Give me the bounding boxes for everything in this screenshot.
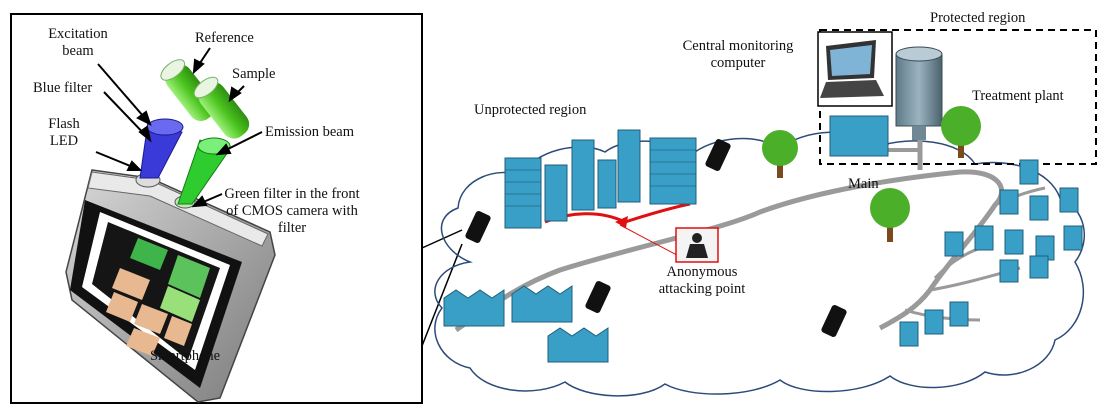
label-main: Main: [848, 176, 879, 192]
label-blue-filter: Blue filter: [33, 80, 93, 96]
main-pipe: [454, 169, 1005, 333]
treatment-plant-building: [829, 115, 889, 157]
label-protected-region: Protected region: [930, 10, 1026, 26]
label-smartphone: Smartphone: [150, 348, 221, 364]
label-sample: Sample: [232, 66, 276, 82]
label-treatment-plant: Treatment plant: [972, 88, 1064, 104]
smartphone: [65, 169, 276, 403]
houses: [899, 159, 1083, 347]
label-green-filter: Green filter in the front of CMOS camera…: [224, 186, 360, 236]
label-flash-led: Flash LED: [48, 116, 80, 149]
network-cloud: [434, 131, 1086, 397]
blue-filter: [139, 121, 183, 179]
attacker-icon: [675, 227, 719, 263]
reference-tube: [160, 59, 216, 121]
treatment-tank: [895, 46, 943, 140]
label-emission-beam: Emission beam: [265, 124, 355, 140]
label-anonymous-attack: Anonymous attacking point: [658, 264, 746, 297]
label-reference: Reference: [195, 30, 254, 46]
cell-phone-icons: [465, 139, 847, 337]
city-buildings: [504, 129, 697, 229]
sample-tube: [193, 76, 250, 139]
label-excitation-beam: Excitation beam: [48, 26, 108, 59]
factories: [443, 285, 609, 363]
trees: [762, 106, 981, 242]
label-central-monitoring: Central monitoring computer: [682, 38, 794, 71]
left-arrows: [95, 47, 263, 208]
protected-region-box: [819, 29, 1097, 165]
label-unprotected-region: Unprotected region: [474, 102, 587, 118]
monitoring-computer-icon: [817, 31, 893, 107]
